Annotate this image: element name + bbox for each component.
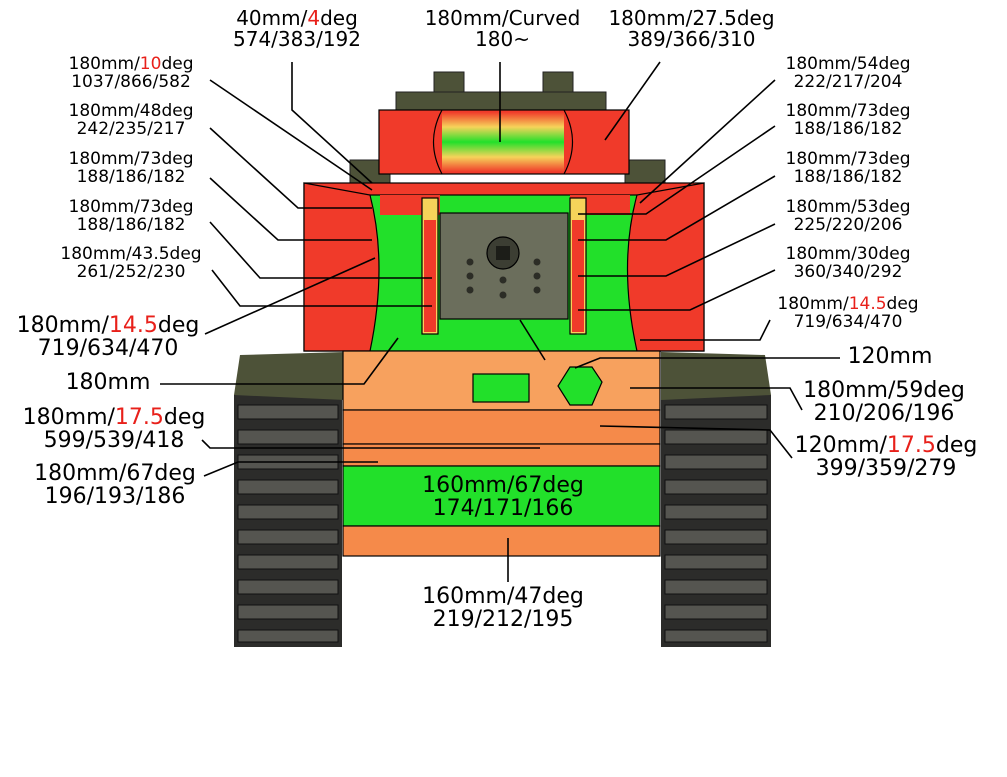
leader-line-right-4 [578,223,776,277]
leader-line-right-5 [578,269,776,311]
left-track [234,395,342,647]
leader-line-right-2 [578,125,776,215]
leader-line-right-7b [519,319,546,361]
label-left-6: 180mm/14.5deg 719/634/470 [16,313,200,362]
leader-line-left-2 [209,127,372,209]
label-right-6: 180mm/14.5deg 719/634/470 [777,294,919,332]
label-right-5: 180mm/30deg 360/340/292 [785,244,911,282]
leader-line-left-1 [209,79,373,191]
label-hull-upper-glacis: 160mm/67deg 174/171/166 [422,473,584,522]
label-turret-top-right: 180mm/27.5deg 389/366/310 [608,6,775,51]
leader-line-left-5 [211,269,432,307]
hull-front [342,350,661,557]
label-right-7: 120mm [847,344,933,369]
label-turret-front-center: 180mm/Curved 180~ [424,6,581,51]
turret-face [303,182,705,352]
leader-line-left-9 [203,461,378,477]
label-left-2: 180mm/48deg 242/235/217 [68,101,194,139]
label-hull-lower-plate: 160mm/47deg 219/212/195 [422,584,584,633]
label-left-7: 180mm [65,370,151,395]
leader-line-left-3 [209,177,372,241]
leader-line-left-4 [209,221,432,279]
label-left-8: 180mm/17.5deg 599/539/418 [22,405,206,454]
leader-line-right-6 [640,319,771,341]
label-left-9: 180mm/67deg 196/193/186 [34,461,196,510]
label-right-2: 180mm/73deg 188/186/182 [785,101,911,139]
label-right-1: 180mm/54deg 222/217/204 [785,54,911,92]
label-right-4: 180mm/53deg 225/220/206 [785,197,911,235]
leader-line-left-6 [204,257,376,335]
turret-top [378,109,630,175]
label-right-9: 120mm/17.5deg 399/359/279 [794,433,978,482]
leader-line-right-1 [639,79,776,204]
label-left-5: 180mm/43.5deg 261/252/230 [60,244,202,282]
leader-line-right-7 [574,357,840,369]
label-right-8: 180mm/59deg 210/206/196 [803,378,965,427]
label-turret-top-left: 40mm/4deg 574/383/192 [233,6,361,51]
label-left-1: 180mm/10deg 1037/866/582 [68,54,194,92]
leader-line-right-3 [578,175,776,241]
leader-line-right-8 [630,387,803,411]
label-left-4: 180mm/73deg 188/186/182 [68,197,194,235]
leader-line-turret-top-left [291,62,373,184]
label-left-3: 180mm/73deg 188/186/182 [68,149,194,187]
leader-line-left-8 [201,439,540,449]
right-track [661,395,771,647]
leader-line-turret-top-right [604,61,661,141]
label-right-3: 180mm/73deg 188/186/182 [785,149,911,187]
left-fender [234,352,345,400]
leader-line-right-9 [599,425,793,459]
leader-line-left-7 [160,337,399,385]
